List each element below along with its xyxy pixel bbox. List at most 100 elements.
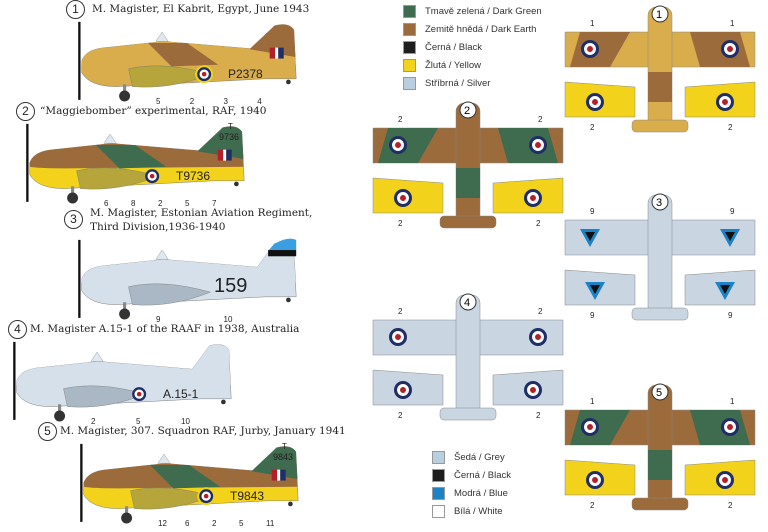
serial-number: 159: [214, 275, 247, 297]
view-number-circle: [459, 101, 477, 119]
plane-shapes: [78, 21, 297, 102]
profile-number: 2: [16, 102, 35, 121]
callout-number: 2: [536, 219, 541, 228]
fin-flash-white: [275, 47, 279, 59]
camouflage: [251, 446, 298, 479]
camouflage: [570, 410, 630, 445]
tail-serial: 9736: [219, 132, 239, 142]
legend-label: Šedá / Grey: [454, 451, 505, 463]
view-number: 3: [656, 197, 662, 209]
camouflage: [498, 128, 558, 163]
tailplane: [631, 119, 689, 133]
callout-number: 2: [536, 411, 541, 420]
legend-label: Tmavě zelená / Dark Green: [425, 5, 542, 17]
profile-title: M. Magister, 307. Squadron RAF, Jurby, J…: [60, 425, 346, 437]
fin-flash-white: [277, 469, 281, 481]
tailplane: [439, 407, 497, 421]
roundel-red-center: [727, 424, 733, 430]
callout-number: 2: [190, 97, 195, 106]
fin-flash-blue: [278, 47, 284, 59]
callout-number: 3: [224, 97, 229, 106]
camouflage: [690, 410, 750, 445]
roundel-red-center: [587, 46, 593, 52]
serial-number: T9736: [176, 169, 210, 183]
callout-number: 9: [590, 207, 595, 216]
callout-number: 1: [730, 19, 735, 28]
view-number: 5: [656, 387, 662, 399]
fuselage-top: [647, 384, 673, 506]
view-number-circle: [651, 383, 669, 401]
plane-shapes: [78, 238, 297, 320]
callout-number: 5: [185, 199, 190, 208]
callout-number: 1: [590, 397, 595, 406]
tail-serial: 9843: [273, 452, 293, 462]
legend-label: Žlutá / Yellow: [425, 59, 481, 71]
profile-title: “Maggiebomber” experimental, RAF, 1940: [40, 105, 267, 117]
callout-number: 2: [398, 115, 403, 124]
callout-number: 10: [181, 417, 190, 426]
profile-title: M. Magister, Estonian Aviation Regiment,…: [90, 206, 312, 234]
callout-number: 1: [590, 19, 595, 28]
callout-number: 5: [239, 519, 244, 528]
roundel-red-center: [395, 142, 401, 148]
view-number: 1: [656, 9, 662, 21]
swatch-dark-earth: [403, 22, 416, 36]
callout-number: 2: [538, 115, 543, 124]
callout-number: 12: [158, 519, 167, 528]
fuselage-top: [455, 294, 481, 416]
callout-number: 11: [266, 519, 275, 528]
camouflage: [690, 32, 750, 67]
callout-number: 10: [224, 315, 233, 324]
fin-flash-red: [269, 47, 276, 59]
color-legend-top: Tmavě zelená / Dark Green Zemitě hnědá /…: [403, 2, 542, 92]
callout-number: 2: [158, 199, 163, 208]
callout-number: 2: [590, 123, 595, 132]
profile-title-line: M. Magister, Estonian Aviation Regiment,: [90, 207, 313, 219]
legend-label: Černá / Black: [425, 41, 483, 53]
camouflage: [378, 128, 438, 163]
plane-shapes: [26, 123, 245, 204]
wheel: [119, 308, 131, 320]
fuselage-top: [647, 6, 673, 128]
top-view-2: 2 2 2 2 2: [372, 101, 564, 229]
estonian-flag-blue: [268, 238, 297, 251]
roundel-red-center: [592, 477, 598, 483]
camouflage: [249, 24, 296, 57]
camouflage: [148, 42, 219, 67]
estonian-triangle-center: [725, 232, 735, 241]
estonian-triangle-center: [590, 285, 600, 294]
tail-code: T: [282, 442, 287, 451]
camouflage: [197, 126, 244, 159]
canopy: [155, 31, 169, 42]
fuselage-upper: [81, 242, 296, 285]
fin-flash-blue: [280, 469, 286, 481]
camouflage: [456, 168, 480, 198]
camouflage: [648, 450, 672, 480]
roundel-red-center: [530, 195, 536, 201]
callout-number: 5: [136, 417, 141, 426]
swatch-grey: [432, 450, 445, 464]
roundel-red-center: [722, 477, 728, 483]
callout-number: 7: [212, 199, 217, 208]
view-number: 2: [464, 105, 470, 117]
tail-wheel: [234, 181, 239, 187]
callout-number: 2: [398, 219, 403, 228]
legend-label: Modrá / Blue: [454, 487, 508, 499]
callout-number: 4: [257, 97, 262, 106]
roundel-red-center: [201, 71, 207, 77]
legend-label: Stříbrná / Silver: [425, 77, 491, 89]
callout-number: 6: [104, 199, 109, 208]
callout-number: 6: [185, 519, 190, 528]
profile-title-line: Third Division,1936-1940: [90, 221, 226, 233]
callout-number: 2: [538, 307, 543, 316]
roundel-red-center: [587, 424, 593, 430]
plane-shapes: [80, 443, 299, 524]
plane-shapes: [13, 341, 232, 422]
tailplane: [439, 215, 497, 229]
